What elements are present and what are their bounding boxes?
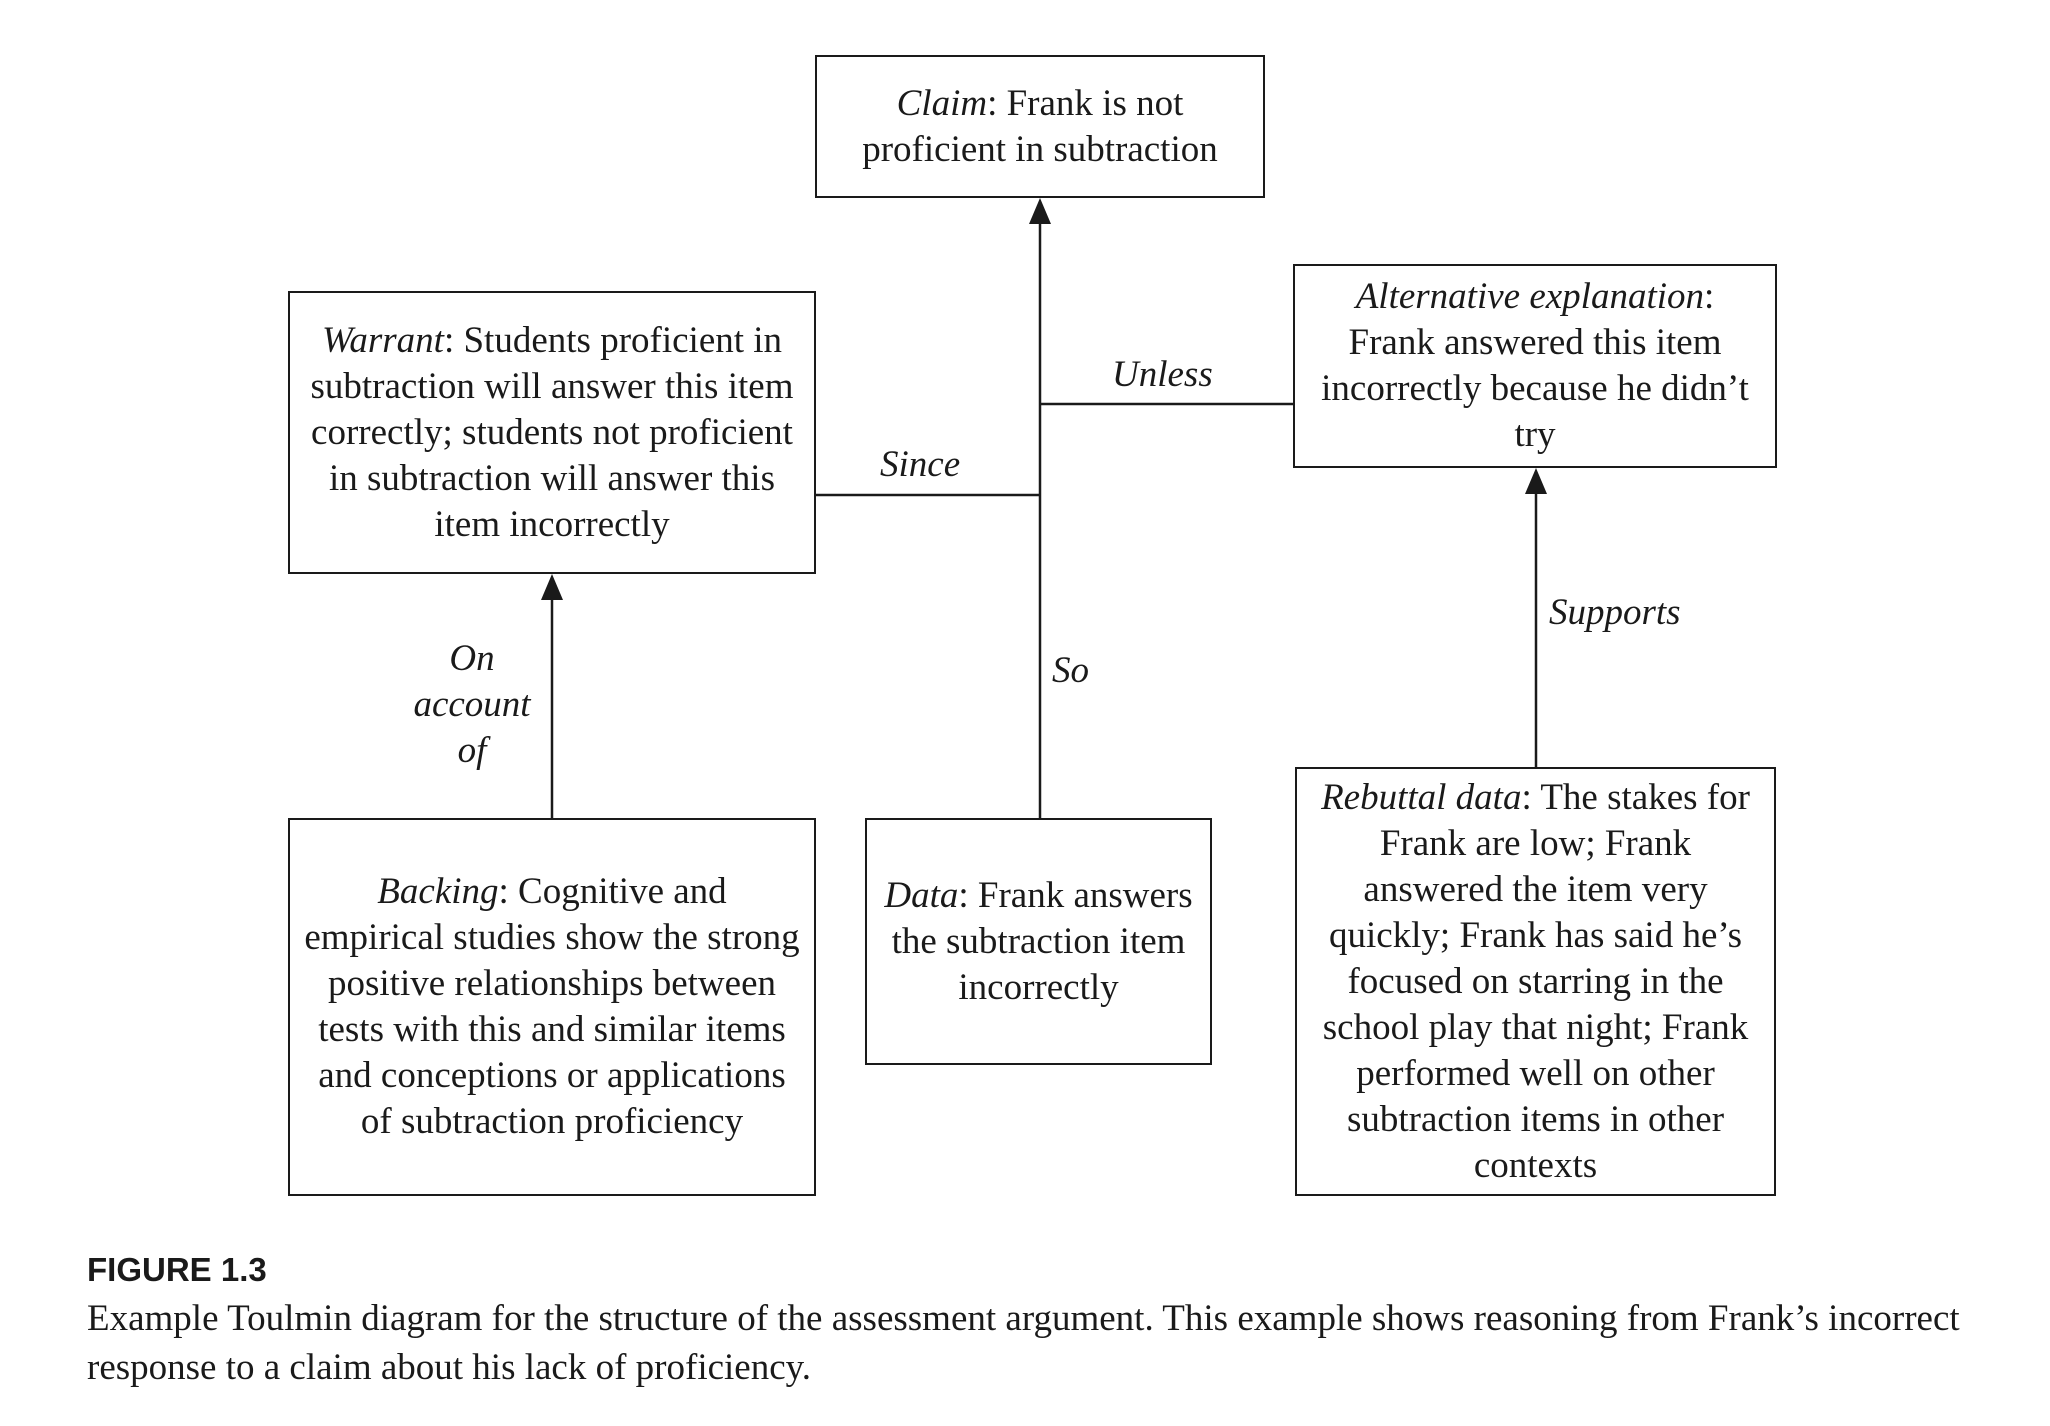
figure-caption-text: Example Toulmin diagram for the structur… <box>87 1298 1960 1388</box>
warrant-arrowhead <box>541 574 563 600</box>
warrant-text: : Students proficient in subtraction wil… <box>310 319 794 545</box>
figure-number: FIGURE 1.3 <box>87 1251 267 1288</box>
since-label: Since <box>880 444 961 485</box>
alternative-explanation-term: Alternative explanation <box>1355 276 1705 317</box>
claim-term: Claim <box>896 82 988 124</box>
on-account-of-label: On account of <box>413 638 531 771</box>
data-term: Data <box>884 874 959 916</box>
data-text: : Frank answers the subtraction item inc… <box>891 874 1193 1008</box>
supports-label: Supports <box>1549 592 1681 633</box>
unless-label: Unless <box>1112 354 1213 395</box>
alternative-explanation-text: : Frank answered this item incorrectly b… <box>1321 276 1749 455</box>
warrant-box: Warrant: Students proficient in subtract… <box>288 291 816 574</box>
rebuttal-data-term: Rebuttal data <box>1321 776 1522 818</box>
rebuttal-data-box: Rebuttal data: The stakes for Frank are … <box>1295 767 1776 1196</box>
claim-arrowhead <box>1029 198 1051 224</box>
claim-box: Claim: Frank is not proficient in subtra… <box>815 55 1265 198</box>
data-box: Data: Frank answers the subtraction item… <box>865 818 1212 1065</box>
backing-box: Backing: Cognitive and empirical studies… <box>288 818 816 1196</box>
warrant-term: Warrant <box>321 319 444 361</box>
backing-text: : Cognitive and empirical studies show t… <box>304 871 800 1142</box>
alternative-explanation-box: Alternative explanation: Frank answered … <box>1293 264 1777 468</box>
so-label: So <box>1052 650 1089 691</box>
backing-term: Backing <box>377 871 499 912</box>
figure-caption: FIGURE 1.3 Example Toulmin diagram for t… <box>87 1248 2007 1392</box>
rebuttal-data-text: : The stakes for Frank are low; Frank an… <box>1322 776 1750 1186</box>
alternative-arrowhead <box>1525 468 1547 494</box>
claim-text: : Frank is not proficient in subtraction <box>862 82 1218 170</box>
